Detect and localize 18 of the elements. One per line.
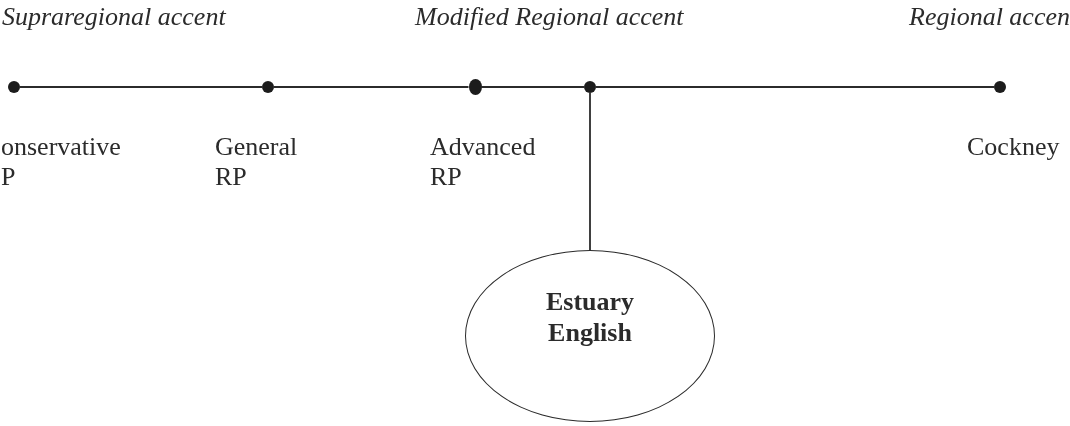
- connector-line: [595, 86, 995, 88]
- point-dot: [994, 81, 1006, 93]
- node-text: Estuary English: [544, 286, 636, 348]
- point-label: onservative P: [1, 132, 122, 192]
- point-dot: [8, 81, 20, 93]
- point-label: Cockney: [967, 132, 1061, 162]
- connector-line: [273, 86, 470, 88]
- connector-line: [480, 86, 585, 88]
- point-dot: [262, 81, 274, 93]
- point-label: General RP: [215, 132, 299, 192]
- category-label: Supraregional accent: [2, 2, 226, 32]
- connector-line: [589, 92, 591, 251]
- connector-line: [19, 86, 263, 88]
- point-dot: [468, 79, 482, 95]
- category-label: Regional accen: [909, 2, 1070, 32]
- point-label: Advanced RP: [430, 132, 537, 192]
- category-label: Modified Regional accent: [415, 2, 684, 32]
- point-dot: [584, 81, 596, 93]
